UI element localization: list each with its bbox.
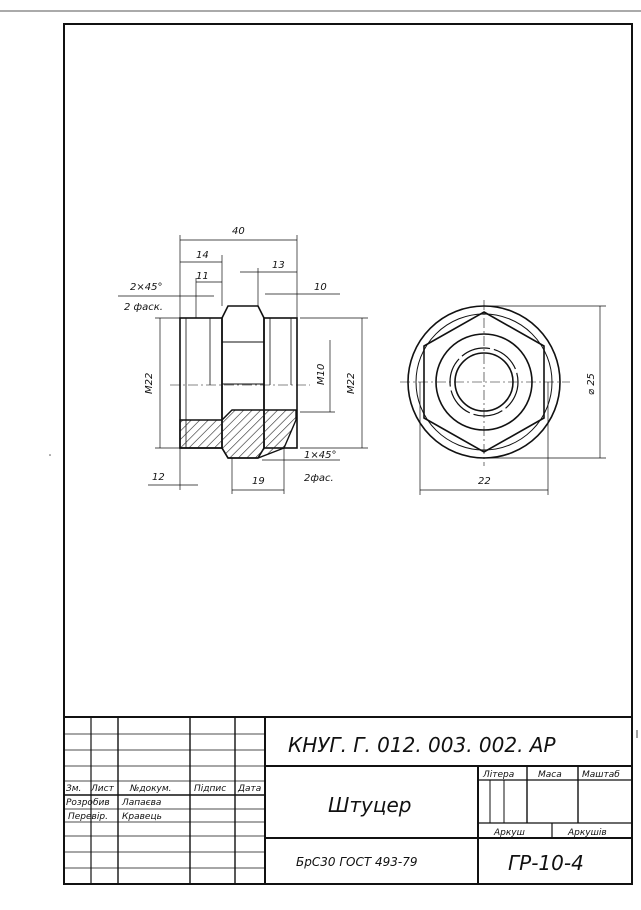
dim-m22-right: M22 (346, 373, 357, 394)
header-arkush: Аркуш (493, 828, 525, 838)
dim-10: 10 (314, 282, 327, 293)
dim-12: 12 (152, 472, 165, 483)
checker-label: Перевір. (68, 812, 108, 822)
chamfer-right-count: 2фас. (304, 473, 334, 484)
material-spec: БрС30 ГОСТ 493-79 (296, 855, 417, 869)
stray-mark (49, 454, 51, 456)
header-scale: Маштаб (582, 770, 620, 780)
chamfer-left-size: 2×45° (130, 282, 162, 293)
header-signature: Підпис (194, 784, 226, 794)
dim-width-22: 22 (478, 476, 491, 487)
title-block (63, 716, 633, 885)
developer-label: Розробив (66, 798, 110, 808)
part-name: Штуцер (328, 793, 412, 817)
checker-name: Кравець (122, 812, 162, 822)
dim-13: 13 (272, 260, 285, 271)
chamfer-left-count: 2 фаск. (124, 302, 163, 313)
side-view (400, 300, 606, 495)
header-masa: Маса (538, 770, 562, 780)
section-hatch (179, 409, 297, 459)
chamfer-right-size: 1×45° (304, 450, 336, 461)
header-list: Лист (90, 784, 115, 794)
dim-m22-left: M22 (144, 373, 155, 394)
dim-diameter-25: ⌀ 25 (586, 373, 597, 395)
header-doc-no: №докум. (129, 784, 172, 794)
group-code: ГР-10-4 (508, 851, 584, 875)
dim-19: 19 (252, 476, 265, 487)
header-litera: Літера (482, 770, 514, 780)
dim-11: 11 (196, 271, 209, 282)
developer-name: Лапаєва (121, 798, 161, 808)
header-date: Дата (237, 784, 261, 794)
header-arkushiv: Аркушів (567, 828, 607, 838)
document-designation: КНУГ. Г. 012. 003. 002. АР (288, 733, 556, 757)
header-zm: Зм. (66, 784, 81, 794)
dim-14: 14 (196, 250, 209, 261)
dim-overall-length: 40 (232, 226, 245, 237)
front-view (118, 235, 368, 494)
dim-m10: M10 (316, 364, 327, 385)
